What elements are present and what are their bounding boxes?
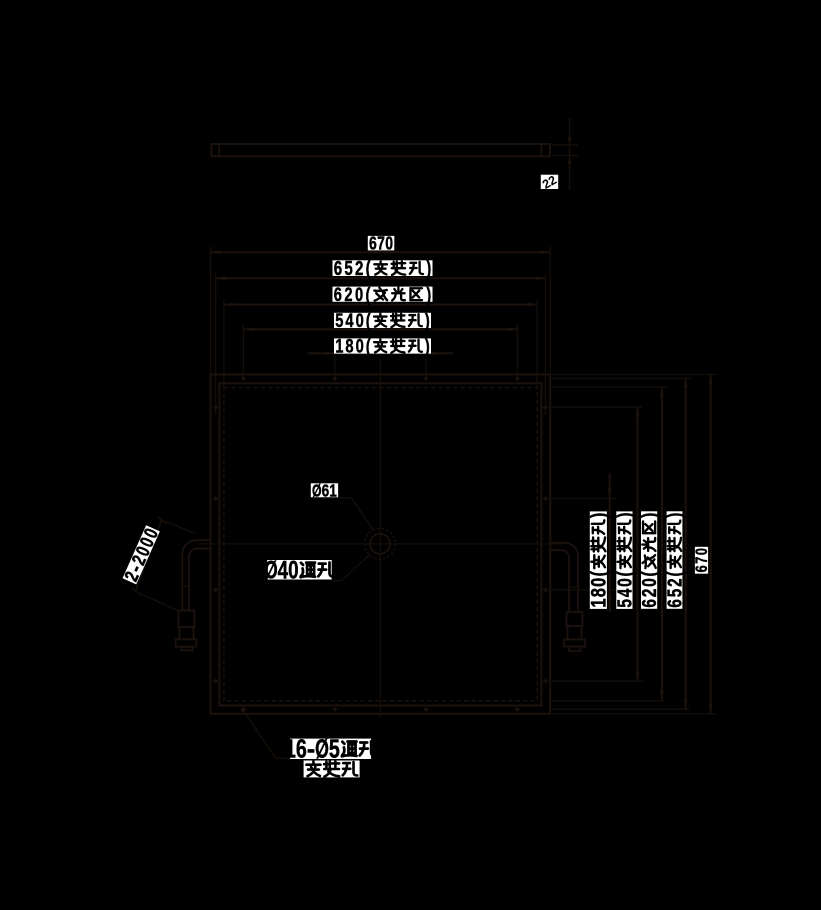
svg-text:2: 2 (355, 258, 363, 280)
svg-text:0: 0 (638, 578, 661, 587)
svg-text:6: 6 (334, 258, 342, 280)
svg-text:1: 1 (335, 337, 343, 358)
svg-text:0: 0 (613, 578, 636, 587)
svg-text:): ) (426, 258, 431, 280)
svg-text:-: - (307, 736, 315, 764)
svg-text:Ø: Ø (312, 481, 322, 501)
svg-text:(: ( (366, 311, 371, 332)
svg-text:): ) (425, 337, 430, 358)
svg-text:(: ( (664, 571, 686, 576)
svg-text:0: 0 (586, 578, 611, 587)
svg-text:): ) (425, 311, 430, 332)
svg-text:5: 5 (329, 736, 340, 764)
svg-text:5: 5 (344, 258, 352, 280)
svg-text:1: 1 (329, 481, 337, 501)
svg-text:1: 1 (285, 736, 296, 764)
svg-text:(: ( (366, 258, 371, 280)
svg-text:0: 0 (356, 337, 364, 358)
svg-text:6: 6 (638, 599, 661, 608)
svg-text:4: 4 (613, 588, 636, 597)
svg-text:6: 6 (664, 599, 686, 607)
svg-text:7: 7 (692, 557, 711, 564)
svg-text:): ) (426, 285, 431, 306)
svg-text:6: 6 (296, 736, 307, 764)
svg-text:): ) (586, 513, 611, 519)
svg-text:6: 6 (322, 481, 330, 501)
svg-text:8: 8 (586, 588, 611, 597)
svg-text:): ) (638, 513, 661, 518)
svg-text:5: 5 (335, 311, 343, 332)
svg-text:6: 6 (692, 565, 711, 572)
svg-text:0: 0 (385, 233, 393, 254)
svg-text:5: 5 (664, 589, 686, 597)
svg-text:(: ( (586, 570, 611, 576)
svg-text:2: 2 (344, 285, 352, 306)
svg-text:0: 0 (692, 548, 711, 555)
svg-text:0: 0 (355, 285, 363, 306)
svg-text:(: ( (366, 285, 371, 306)
svg-text:0: 0 (288, 557, 298, 584)
svg-text:4: 4 (345, 311, 353, 332)
svg-text:(: ( (366, 337, 371, 358)
svg-text:): ) (664, 513, 686, 518)
svg-text:7: 7 (377, 233, 385, 254)
svg-text:Ø: Ø (315, 736, 329, 764)
svg-text:(: ( (613, 571, 636, 576)
svg-text:22: 22 (540, 173, 559, 192)
svg-text:2: 2 (638, 589, 661, 598)
svg-text:0: 0 (356, 311, 364, 332)
svg-text:4: 4 (278, 557, 289, 584)
svg-text:2: 2 (664, 578, 686, 586)
svg-text:Ø: Ø (264, 557, 277, 584)
svg-text:8: 8 (345, 337, 353, 358)
svg-text:5: 5 (613, 599, 636, 608)
svg-text:): ) (613, 513, 636, 518)
svg-text:6: 6 (369, 233, 377, 254)
svg-text:6: 6 (334, 285, 342, 306)
svg-text:1: 1 (586, 598, 611, 607)
svg-text:(: ( (638, 571, 661, 576)
